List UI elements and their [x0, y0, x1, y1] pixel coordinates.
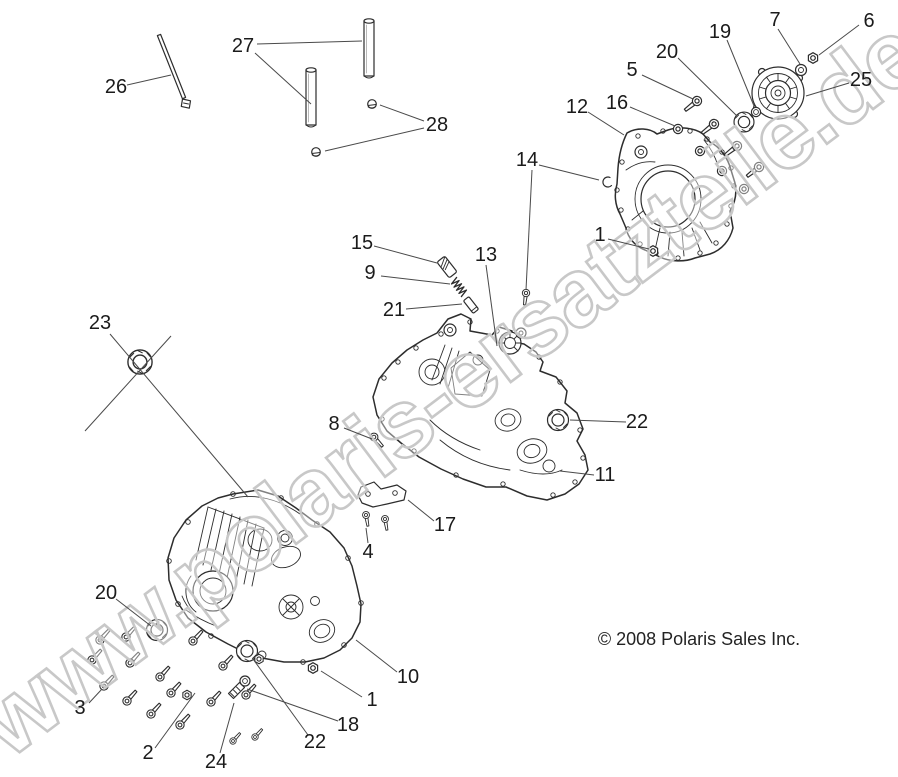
- leader-line-23: [109, 333, 249, 498]
- leader-line-8: [343, 427, 373, 440]
- callout-10: 10: [397, 666, 419, 688]
- callout-27: 27: [232, 35, 254, 57]
- callout-3: 3: [74, 697, 85, 719]
- cooling-fins: [195, 506, 265, 587]
- leader-line-10: [355, 639, 398, 673]
- center-gearcase-11: [372, 313, 589, 501]
- long-bolt-26: [156, 33, 192, 109]
- callout-23: 23: [89, 312, 111, 334]
- callout-22: 22: [626, 411, 648, 433]
- leader-line-6: [818, 24, 860, 56]
- leader-line-26: [126, 74, 172, 86]
- callout-11: 11: [595, 464, 616, 486]
- leader-line-21: [405, 303, 463, 310]
- callout-24: 24: [205, 751, 227, 773]
- callout-21: 21: [383, 299, 405, 321]
- leader-line-27: [254, 52, 312, 105]
- leader-line-22: [252, 658, 309, 736]
- leader-line-22: [569, 419, 627, 423]
- leader-line-13: [485, 264, 498, 347]
- callout-15: 15: [351, 232, 373, 254]
- leader-line-4: [365, 527, 369, 544]
- leader-line-3: [88, 688, 103, 704]
- nut-small-b: [182, 689, 192, 701]
- detent-pin-21: [463, 296, 479, 314]
- leader-line-12: [587, 111, 625, 136]
- callout-16: 16: [606, 92, 628, 114]
- leader-line-14: [525, 169, 533, 291]
- callout-1: 1: [366, 689, 377, 711]
- leader-line-1: [320, 670, 363, 698]
- retaining-ring-14: [602, 176, 613, 188]
- leader-line-1: [607, 238, 650, 250]
- seal-22-right: [546, 408, 570, 432]
- clips-28: [311, 99, 377, 157]
- case-bolt-holes: [379, 319, 586, 498]
- callout-6: 6: [863, 10, 874, 32]
- leader-line-19: [726, 39, 755, 107]
- callout-20: 20: [656, 41, 678, 63]
- leader-line-28: [379, 104, 425, 122]
- o-ring-19: [750, 106, 762, 118]
- leader-line-9: [380, 275, 451, 285]
- dowel-pins-27: [305, 18, 375, 128]
- callout-8: 8: [328, 413, 339, 435]
- copyright-text: © 2008 Polaris Sales Inc.: [598, 629, 800, 649]
- bracket-17: [357, 481, 407, 508]
- nut-small-a: [254, 653, 264, 665]
- callout-25: 25: [850, 69, 872, 91]
- leader-line-11: [559, 470, 595, 476]
- callout-28: 28: [426, 114, 448, 136]
- leader-line-15: [373, 245, 438, 264]
- leader-line-27: [256, 40, 363, 45]
- callout-7: 7: [769, 9, 780, 31]
- callout-18: 18: [337, 714, 359, 736]
- leader-line-5: [641, 74, 694, 100]
- callout-19: 19: [709, 21, 731, 43]
- callout-1: 1: [594, 224, 605, 246]
- leader-line-16: [629, 106, 676, 127]
- drain-plug-18: [227, 675, 251, 700]
- nut-1-bottom: [307, 662, 319, 674]
- callout-17: 17: [434, 514, 456, 536]
- callout-9: 9: [364, 262, 375, 284]
- callout-12: 12: [566, 96, 588, 118]
- leader-line-17: [407, 499, 435, 522]
- leader-line-23: [84, 335, 172, 432]
- callout-26: 26: [105, 76, 127, 98]
- callout-14: 14: [516, 149, 538, 171]
- leader-line-25: [805, 82, 850, 97]
- bearing-carrier-25: [751, 66, 805, 120]
- callout-5: 5: [626, 59, 637, 81]
- detent-spring-9: [450, 276, 468, 298]
- callout-20: 20: [95, 582, 117, 604]
- gearcase-cover-12: [614, 127, 737, 262]
- leader-line-14: [538, 164, 600, 181]
- callout-4: 4: [362, 541, 373, 563]
- washer-7: [794, 63, 808, 77]
- leader-line-20: [677, 57, 738, 117]
- leader-line-2: [154, 692, 196, 749]
- callout-2: 2: [142, 742, 153, 764]
- diagram-art: [85, 18, 819, 746]
- leader-line-7: [777, 28, 801, 65]
- callout-13: 13: [475, 244, 497, 266]
- leader-line-28: [324, 127, 425, 152]
- leader-line-18: [246, 688, 339, 722]
- leader-line-20: [115, 598, 152, 627]
- detent-plug-15: [437, 256, 457, 278]
- leader-line-24: [219, 702, 235, 754]
- side-cover-10: [166, 489, 364, 665]
- callout-22: 22: [304, 731, 326, 753]
